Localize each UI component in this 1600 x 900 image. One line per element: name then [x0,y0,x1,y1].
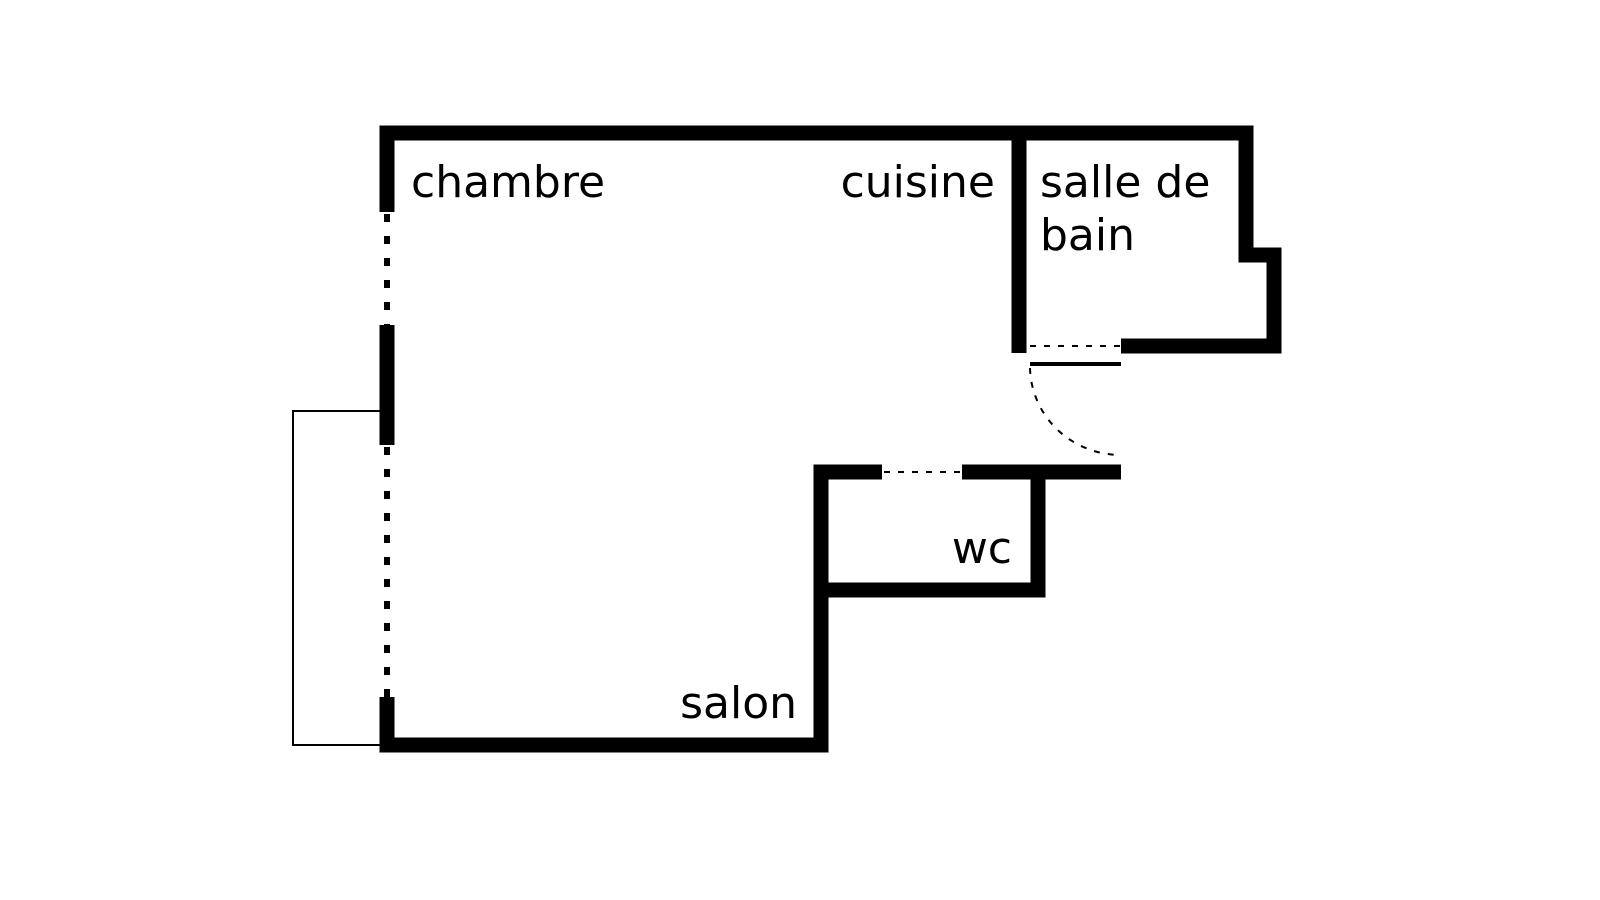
label-chambre: chambre [411,157,605,208]
door-swing-arc [1029,367,1122,456]
label-cuisine: cuisine [841,157,995,208]
label-salon: salon [680,678,797,729]
label-salle-de-bain-2: bain [1040,210,1135,261]
label-wc: wc [952,523,1012,574]
wall-bottom [379,464,882,753]
label-salle-de-bain-1: salle de [1040,157,1210,208]
balcony-outline [292,410,382,746]
wall-wc [821,472,1046,598]
wall-top [379,125,1282,354]
